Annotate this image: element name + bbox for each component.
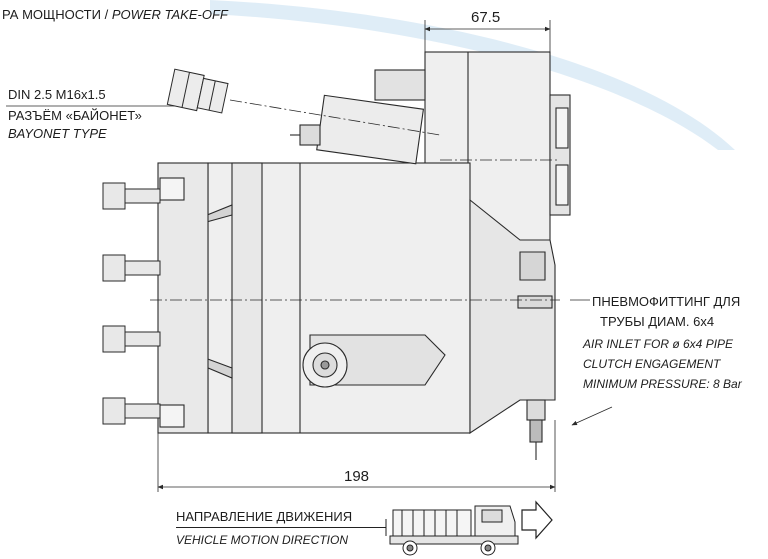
air-inlet-label-3: AIR INLET FOR ø 6x4 PIPE <box>583 337 734 351</box>
dimension-top <box>424 20 551 95</box>
direction-label-en: VEHICLE MOTION DIRECTION <box>176 533 349 547</box>
dimension-top-label: 67.5 <box>471 9 501 26</box>
air-inlet-label-1: ПНЕВМОФИТТИНГ ДЛЯ <box>592 294 741 309</box>
bolt-1 <box>102 182 161 210</box>
bottom-arrow-leader <box>571 406 613 426</box>
air-fitting <box>526 399 546 421</box>
direction-label-ru: НАПРАВЛЕНИЕ ДВИЖЕНИЯ <box>176 509 353 524</box>
air-inlet-label-5: MINIMUM PRESSURE: 8 Bar <box>583 377 742 391</box>
direction-label-divider <box>176 527 386 528</box>
bolt-2 <box>102 254 161 282</box>
air-inlet-label-4: CLUTCH ENGAGEMENT <box>583 357 721 371</box>
air-inlet-label-2: ТРУБЫ ДИАМ. 6х4 <box>600 314 715 329</box>
left-flange <box>157 162 209 434</box>
header-sep: / <box>100 7 112 22</box>
bolt-4 <box>102 397 161 425</box>
truck-icon <box>389 505 519 556</box>
connector-label-3: BAYONET TYPE <box>8 126 107 141</box>
centerline-connector <box>229 99 441 136</box>
solenoid <box>316 94 425 165</box>
bayonet-connector <box>166 68 229 114</box>
connector-label-2: РАЗЪЁМ «БАЙОНЕТ» <box>8 108 142 123</box>
connector-label-1: DIN 2.5 M16x1.5 <box>8 87 106 102</box>
bolts <box>102 182 161 425</box>
dimension-bottom-label: 198 <box>344 468 370 485</box>
background-arc <box>210 0 735 150</box>
bolt-3 <box>102 325 161 353</box>
header-ru: РА МОЩНОСТИ <box>2 7 101 22</box>
header-title: РА МОЩНОСТИ / POWER TAKE-OFF <box>2 7 228 22</box>
direction-arrow-icon <box>521 500 553 540</box>
dimension-bottom <box>157 420 556 492</box>
pto-body <box>157 51 571 460</box>
header-en: POWER TAKE-OFF <box>111 7 228 22</box>
